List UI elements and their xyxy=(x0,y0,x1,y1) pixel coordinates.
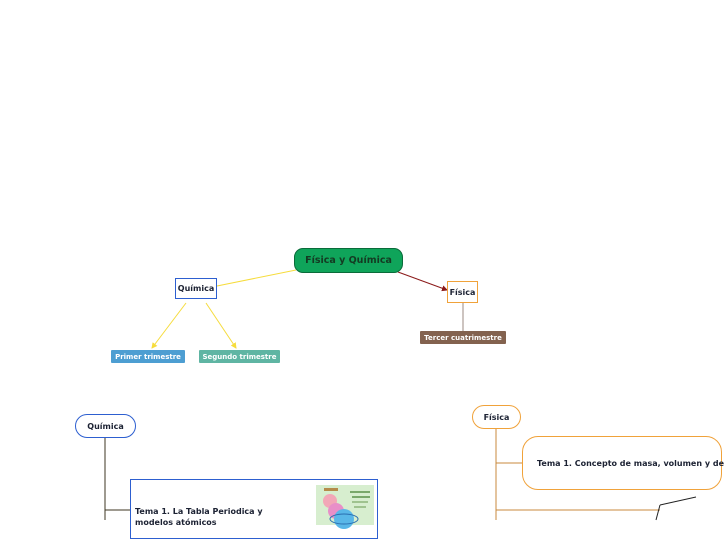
link-quimica-primer xyxy=(151,302,187,349)
link-quimica-segundo xyxy=(205,302,237,349)
quimica-node[interactable]: Química xyxy=(175,278,217,299)
atom-illustration-icon xyxy=(316,485,374,529)
link-dark-diagonal xyxy=(659,496,697,506)
quimica-topic-label: Tema 1. La Tabla Periodica y modelos ató… xyxy=(135,507,263,527)
fisica-topic-label: Tema 1. Concepto de masa, volumen y de xyxy=(537,459,724,468)
quimica-pill-node[interactable]: Química xyxy=(75,414,136,438)
fisica-topic-node[interactable]: Tema 1. Concepto de masa, volumen y de xyxy=(522,436,724,490)
fisica-pill-label: Física xyxy=(483,412,510,422)
tercer-cuatrimestre-label: Tercer cuatrimestre xyxy=(424,333,502,342)
link-root-quimica xyxy=(216,269,297,287)
primer-trimestre-label: Primer trimestre xyxy=(115,352,181,361)
fisica-pill-node[interactable]: Física xyxy=(472,405,521,429)
link-root-fisica xyxy=(397,271,448,292)
tercer-cuatrimestre-node[interactable]: Tercer cuatrimestre xyxy=(420,331,506,344)
fisica-label: Física xyxy=(449,287,476,297)
segundo-trimestre-label: Segundo trimestre xyxy=(202,352,277,361)
connector-lines xyxy=(104,269,697,521)
quimica-label: Química xyxy=(177,284,215,293)
fisica-node[interactable]: Física xyxy=(447,281,478,303)
root-node[interactable]: Física y Química xyxy=(294,248,403,273)
segundo-trimestre-node[interactable]: Segundo trimestre xyxy=(199,350,280,363)
link-dark-vertical xyxy=(655,504,661,521)
quimica-pill-label: Química xyxy=(87,421,124,431)
primer-trimestre-node[interactable]: Primer trimestre xyxy=(111,350,185,363)
root-label: Física y Química xyxy=(305,255,392,266)
